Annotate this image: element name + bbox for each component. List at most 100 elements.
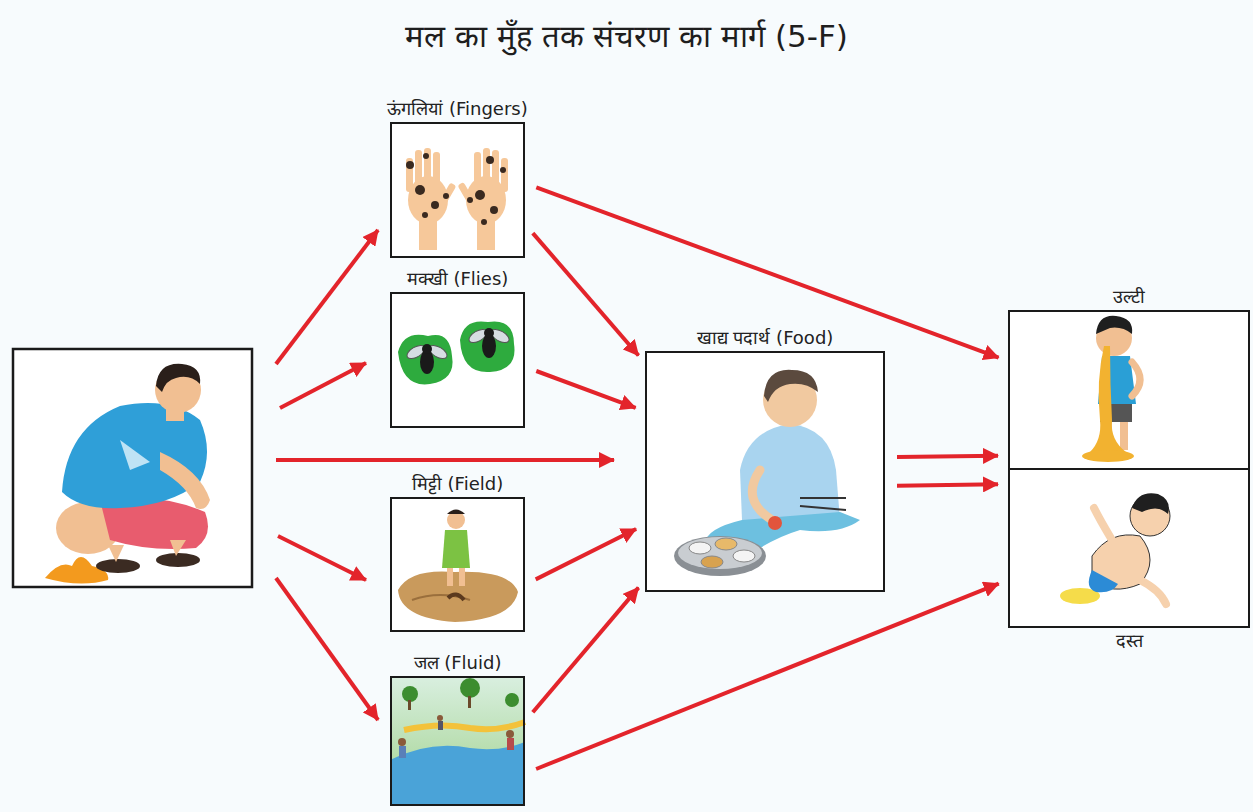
field-picture-part — [459, 568, 465, 586]
person-box-part — [156, 364, 200, 392]
sick-baby-picture-part — [1132, 493, 1169, 514]
transmission-arrow — [897, 456, 998, 457]
field-box: मिट्टी (Field) — [390, 497, 525, 632]
child-eating-picture-part — [689, 542, 711, 554]
dirty-hands-picture-part — [490, 206, 498, 214]
child-eating-picture-part — [800, 498, 846, 510]
sick-baby-picture — [1060, 493, 1170, 604]
water-picture-part — [507, 738, 514, 750]
dirty-hands-picture-part — [415, 185, 425, 195]
dirty-hands-picture-part — [457, 182, 477, 210]
vomiting-boy-picture — [1082, 316, 1140, 462]
child-eating-picture — [674, 370, 860, 576]
flies-picture-part — [484, 328, 494, 338]
dirty-hands-picture-part — [422, 212, 428, 218]
dirty-hands-picture-part — [419, 215, 437, 250]
vomiting-boy-picture-part — [1096, 316, 1132, 334]
transmission-arrow — [533, 588, 639, 713]
dirty-hands-picture-part — [436, 182, 456, 210]
dirty-hands-picture-part — [406, 158, 413, 192]
water-picture-part — [408, 700, 411, 710]
person-arrows — [276, 230, 614, 720]
water-picture-part — [402, 686, 418, 702]
field-picture-part — [447, 510, 465, 515]
flies-picture — [398, 321, 515, 384]
dirty-hands-picture-part — [433, 152, 440, 190]
dirty-hands-picture-part — [500, 167, 506, 173]
flies-picture-part — [422, 344, 432, 354]
node-heading: दस्त — [1116, 630, 1143, 653]
person-box-part — [166, 407, 184, 421]
fingers-box: ऊंगलियां (Fingers) — [390, 122, 525, 258]
child-eating-picture-part — [701, 556, 723, 568]
box-grounds-part — [1008, 310, 1250, 468]
child-eating-picture-part — [764, 370, 818, 402]
child-eating-picture-part — [752, 470, 772, 520]
field-picture-part — [442, 530, 470, 568]
water-picture-part — [437, 715, 443, 721]
fluid-box: जल (Fluid) — [390, 676, 525, 806]
dirty-hands-picture-part — [474, 152, 481, 190]
dirty-hands-picture-part — [481, 219, 487, 225]
dirty-hands-picture-part — [406, 153, 506, 225]
person-arrows-part — [276, 230, 378, 364]
transmission-arrow — [536, 584, 999, 769]
flies-picture-part — [398, 335, 453, 385]
person-box-part — [120, 440, 150, 470]
dirty-hands-picture — [406, 148, 508, 250]
box-grounds — [12, 122, 1250, 632]
person-box-part — [160, 452, 210, 509]
node-heading: उल्टी — [1113, 286, 1145, 309]
box-grounds-part — [645, 351, 885, 592]
field-picture — [398, 510, 518, 623]
person-arrows-part — [276, 578, 378, 720]
flies-box: मक्खी (Flies) — [390, 292, 525, 428]
child-eating-picture-part — [678, 537, 762, 569]
node-heading: मिट्टी (Field) — [412, 473, 503, 496]
dirty-hands-picture-part — [467, 197, 473, 203]
dirty-hands-picture-part — [475, 190, 485, 200]
field-picture-part — [448, 594, 464, 600]
diarrhoea-box: दस्त — [1008, 468, 1250, 628]
node-heading: ऊंगलियां (Fingers) — [387, 98, 528, 121]
diagram-title: मल का मुँह तक संचरण का मार्ग (5-F) — [0, 14, 1253, 56]
person-box-part — [62, 403, 207, 508]
vomiting-boy-picture-part — [1082, 450, 1134, 462]
dirty-hands-picture-part — [501, 158, 508, 192]
water-picture-part — [460, 678, 480, 698]
dirty-hands-picture-part — [477, 215, 495, 250]
person-box-part — [170, 540, 186, 556]
sick-baby-picture-part — [1140, 580, 1166, 604]
dirty-hands-picture-part — [415, 150, 422, 188]
person-box-part — [13, 349, 252, 587]
water-picture-part — [398, 738, 406, 746]
person-arrows-part — [280, 363, 366, 408]
box-grounds-part — [1008, 468, 1250, 628]
dirty-hands-picture-part — [406, 161, 414, 169]
vomiting-boy-picture-part — [1090, 346, 1126, 455]
child-eating-picture-part — [768, 516, 782, 530]
vomit-box: उल्टी — [1008, 310, 1250, 470]
child-eating-picture-part — [674, 536, 766, 576]
water-picture-part — [390, 676, 525, 806]
water-picture-part — [390, 742, 525, 806]
dirty-hands-picture-part — [486, 156, 494, 164]
dirty-hands-picture-part — [423, 153, 429, 159]
person-box-part — [96, 559, 140, 573]
person-arrows-part — [276, 458, 614, 462]
water-picture-part — [438, 721, 443, 730]
person-box-part — [45, 557, 108, 584]
transmission-arrow — [533, 233, 639, 355]
transmission-arrow — [536, 187, 998, 357]
sick-baby-picture-part — [1094, 508, 1112, 540]
transmission-arrow — [536, 371, 635, 408]
person-box — [13, 349, 252, 587]
box-grounds-part — [390, 497, 525, 632]
dirty-hands-picture-part — [424, 148, 431, 188]
child-eating-picture-part — [715, 538, 737, 550]
person-box-part — [156, 553, 200, 567]
field-picture-part — [447, 568, 453, 586]
dirty-hands-picture-part — [492, 150, 499, 188]
box-grounds-part — [390, 292, 525, 428]
